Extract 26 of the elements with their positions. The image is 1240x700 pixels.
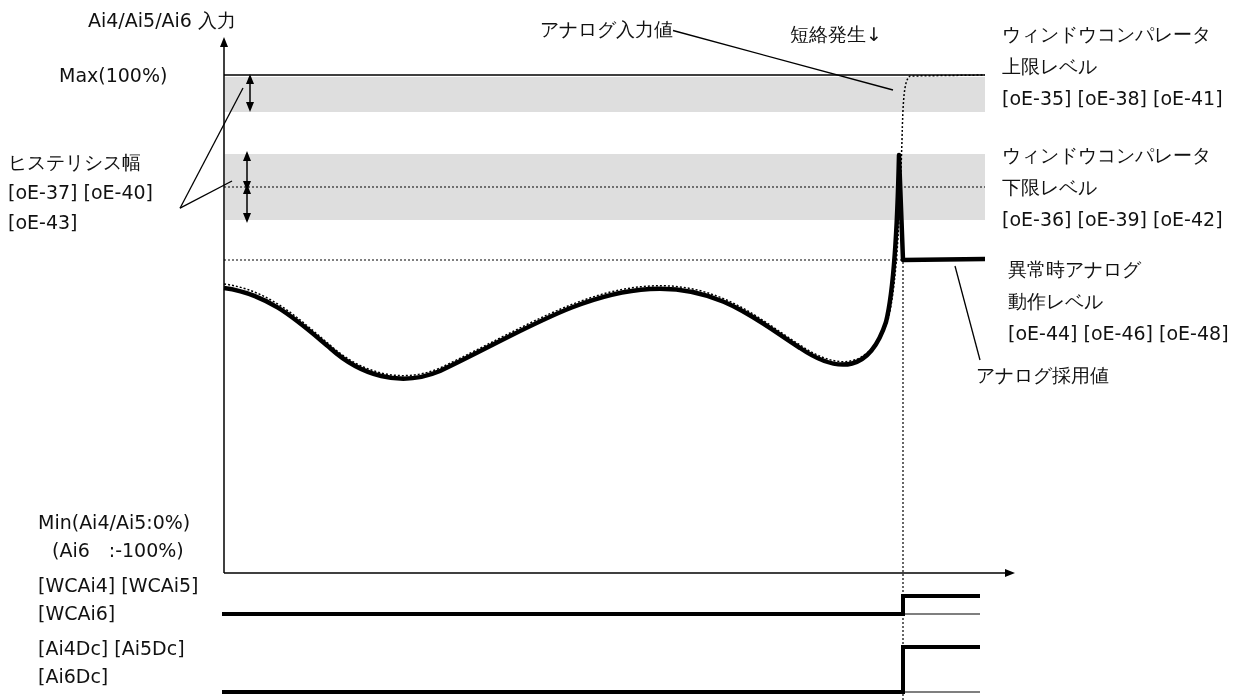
level-label: ウィンドウコンパレータ (1002, 143, 1211, 167)
parameter-codes: [oE-44] [oE-46] [oE-48] (1008, 321, 1229, 345)
callout-text: [oE-37] [oE-40] [oE-43] (8, 180, 155, 235)
axis-value: Min(Ai4/Ai5:0%) (38, 510, 191, 534)
axis-title: Ai4/Ai5/Ai6 入力 (88, 8, 236, 32)
annotation: 短絡発生↓ (790, 22, 882, 46)
leader-line (179, 180, 233, 209)
parameter-codes: [oE-36] [oE-39] [oE-42] (1002, 207, 1223, 231)
callout-text: アナログ入力値 (540, 17, 673, 42)
signal-name: [WCAi4] [WCAi5] (38, 573, 199, 597)
axis-value: (Ai6 :-100%) (52, 538, 184, 562)
level-label: ウィンドウコンパレータ (1002, 22, 1211, 46)
signal-name: [WCAi6] (38, 601, 116, 625)
signal-name: [Ai6Dc] (38, 664, 109, 688)
level-label: 異常時アナログ (1008, 257, 1141, 281)
signal-name: [Ai4Dc] [Ai5Dc] (38, 636, 185, 660)
leader-line (954, 265, 981, 361)
axis-value: Max(100%) (59, 63, 168, 87)
parameter-codes: [oE-35] [oE-38] [oE-41] (1002, 86, 1223, 110)
leader-line (672, 29, 894, 91)
callout-text: アナログ採用値 (976, 363, 1109, 388)
level-label: 下限レベル (1002, 175, 1097, 199)
level-label: 動作レベル (1008, 289, 1103, 313)
level-label: 上限レベル (1002, 54, 1097, 78)
leader-line (179, 87, 244, 209)
callout-text: ヒステリシス幅 (8, 150, 142, 175)
